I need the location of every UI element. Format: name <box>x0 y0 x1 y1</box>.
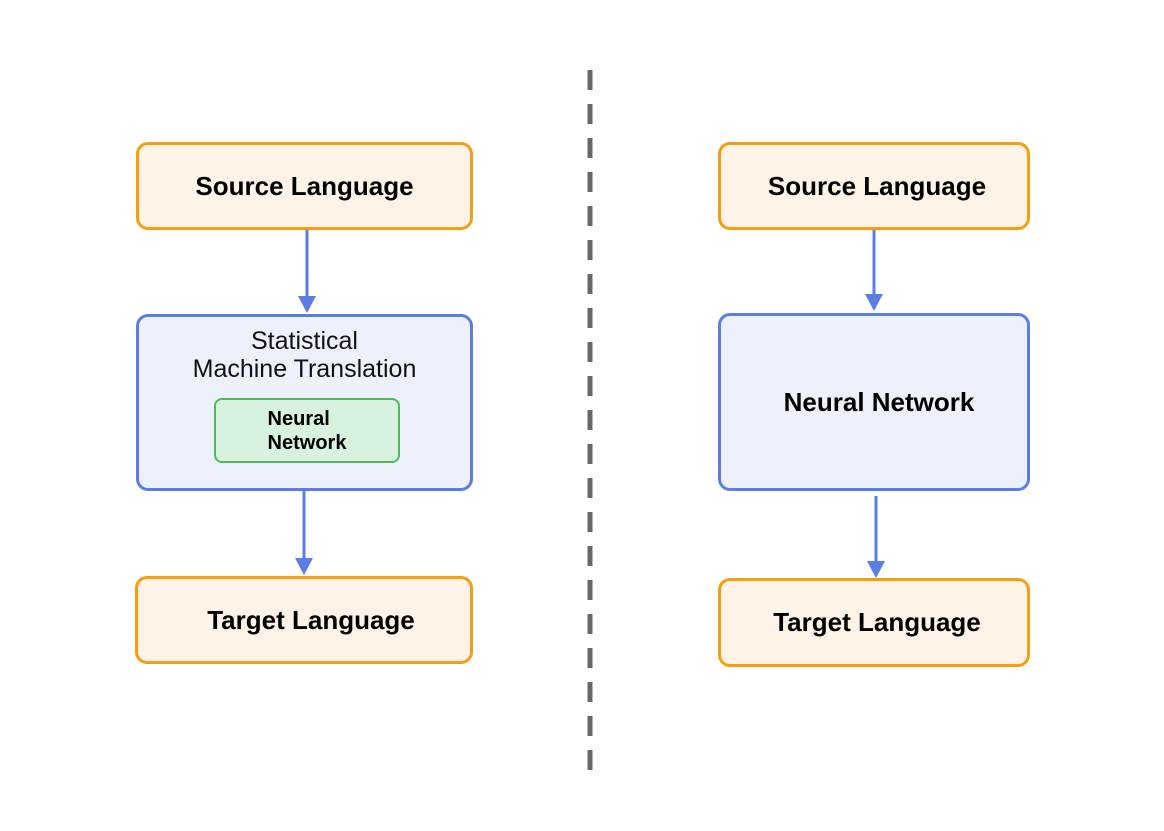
inner-nn-line1: Neural <box>267 407 330 430</box>
left-target-language-box: Target Language <box>135 576 473 664</box>
left-source-language-label: Source Language <box>195 170 414 201</box>
left-target-language-label: Target Language <box>207 604 415 635</box>
left-source-language-box: Source Language <box>136 142 473 230</box>
right-neural-network-label: Neural Network <box>783 386 975 417</box>
smt-title: Statistical Machine Translation <box>139 327 470 383</box>
right-neural-network-box: Neural Network <box>718 313 1030 491</box>
left-arrow-source-to-smt <box>298 230 316 313</box>
right-source-language-box: Source Language <box>718 142 1030 230</box>
inner-nn-line2: Network <box>267 431 347 454</box>
right-arrow-source-to-nn <box>865 230 883 311</box>
right-arrow-nn-to-target <box>867 496 885 578</box>
right-target-language-box: Target Language <box>718 578 1030 667</box>
left-arrow-smt-to-target <box>295 491 313 575</box>
right-source-language-label: Source Language <box>767 170 987 201</box>
smt-title-line2: Machine Translation <box>192 355 417 383</box>
inner-neural-network-box: Neural Network <box>214 398 400 463</box>
right-target-language-label: Target Language <box>773 607 981 637</box>
smt-title-line1: Statistical <box>251 327 358 355</box>
left-smt-box: Statistical Machine Translation Neural N… <box>136 314 473 491</box>
